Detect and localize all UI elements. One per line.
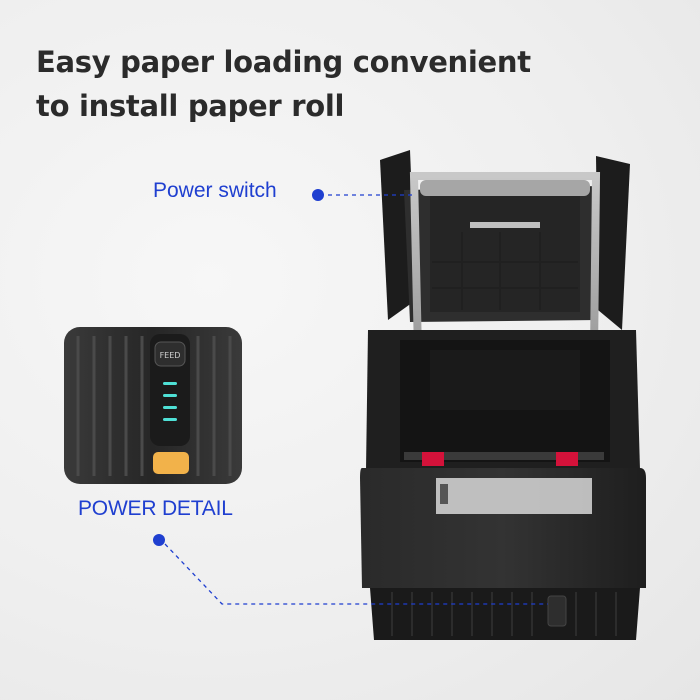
thermal-printer: [360, 150, 646, 640]
cutter-strip: [470, 222, 540, 228]
base-ribs: [391, 592, 617, 636]
paper-guide-right: [556, 452, 578, 466]
headline-line-2: to install paper roll: [36, 89, 345, 123]
roller-track: [404, 452, 604, 460]
indicator-led-3: [163, 406, 177, 409]
lid-ribs: [432, 232, 578, 310]
feed-button[interactable]: [154, 341, 186, 367]
paper-guide-left: [422, 452, 444, 466]
power-switch-label: Power switch: [153, 179, 277, 202]
feed-button-label: FEED: [160, 351, 181, 360]
power-detail-callout: [153, 534, 548, 605]
indicator-led-1: [163, 382, 177, 385]
headline-line-1: Easy paper loading convenient: [36, 45, 531, 79]
power-detail-panel: FEED: [64, 327, 242, 484]
power-button-amber[interactable]: [153, 452, 189, 474]
power-detail-callout-dot: [153, 534, 165, 546]
power-detail-callout-line: [164, 543, 548, 605]
printer-base: [370, 588, 640, 640]
printer-power-button[interactable]: [547, 595, 567, 627]
detail-panel-ribs: [76, 336, 232, 476]
compartment-back-wall: [430, 350, 580, 410]
print-head-bar: [420, 180, 590, 196]
headline: Easy paper loading convenient to install…: [36, 40, 531, 128]
power-switch-callout-dot: [312, 189, 324, 201]
sticker-icon: [440, 484, 448, 504]
lid-right-wall: [596, 156, 630, 330]
indicator-leds: [163, 382, 177, 421]
warning-sticker: [436, 478, 592, 514]
indicator-led-2: [163, 394, 177, 397]
lid-inner-panel: [430, 192, 580, 312]
power-detail-label: POWER DETAIL: [78, 497, 233, 520]
power-switch-callout: [312, 189, 416, 201]
indicator-led-4: [163, 418, 177, 421]
